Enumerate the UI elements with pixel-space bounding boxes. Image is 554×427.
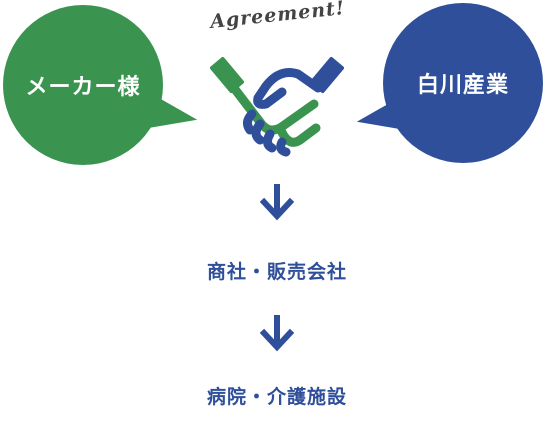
- arrow-down-icon: [260, 184, 294, 221]
- right-party-label: 白川産業: [416, 73, 509, 98]
- blue-hand-icon: [242, 57, 345, 157]
- green-hand-icon: [209, 57, 321, 147]
- arrow-down-icon: [260, 315, 294, 352]
- right-party-bubble: 白川産業: [383, 3, 543, 163]
- step-label-trading-company: 商社・販売会社: [206, 261, 347, 283]
- step-label-hospital: 病院・介護施設: [206, 386, 347, 408]
- left-party-label: メーカー様: [25, 75, 141, 100]
- agreement-caption: Agreement!: [209, 0, 347, 34]
- handshake-icon: [209, 57, 345, 157]
- left-party-bubble: メーカー様: [3, 5, 163, 165]
